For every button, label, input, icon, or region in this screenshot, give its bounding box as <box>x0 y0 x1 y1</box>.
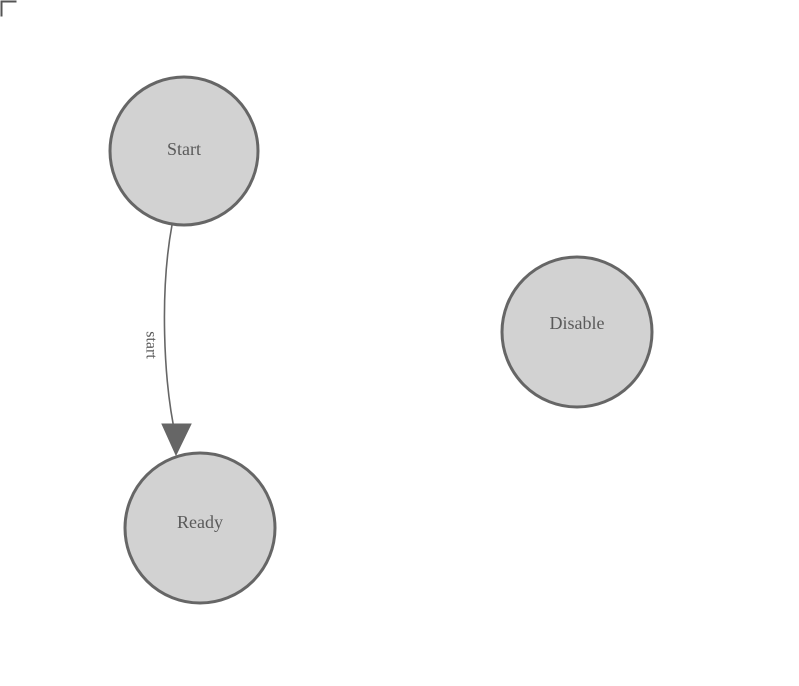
node-disable[interactable]: Disable <box>500 255 654 409</box>
node-disable-label: Disable <box>550 313 605 333</box>
node-start-label: Start <box>167 139 201 159</box>
edge-label-start: start <box>142 331 159 359</box>
edge-start-to-ready[interactable]: start <box>142 224 192 457</box>
arrowhead-icon <box>161 423 192 457</box>
node-disable-circle[interactable] <box>500 255 654 409</box>
node-ready[interactable]: Ready <box>123 451 277 605</box>
selection-corner-mark-icon <box>0 0 17 17</box>
node-start-circle[interactable] <box>108 75 260 227</box>
node-start[interactable]: Start <box>108 75 260 227</box>
node-ready-label: Ready <box>177 512 223 532</box>
node-ready-circle[interactable] <box>123 451 277 605</box>
edge-path-start-to-ready <box>163 224 177 439</box>
